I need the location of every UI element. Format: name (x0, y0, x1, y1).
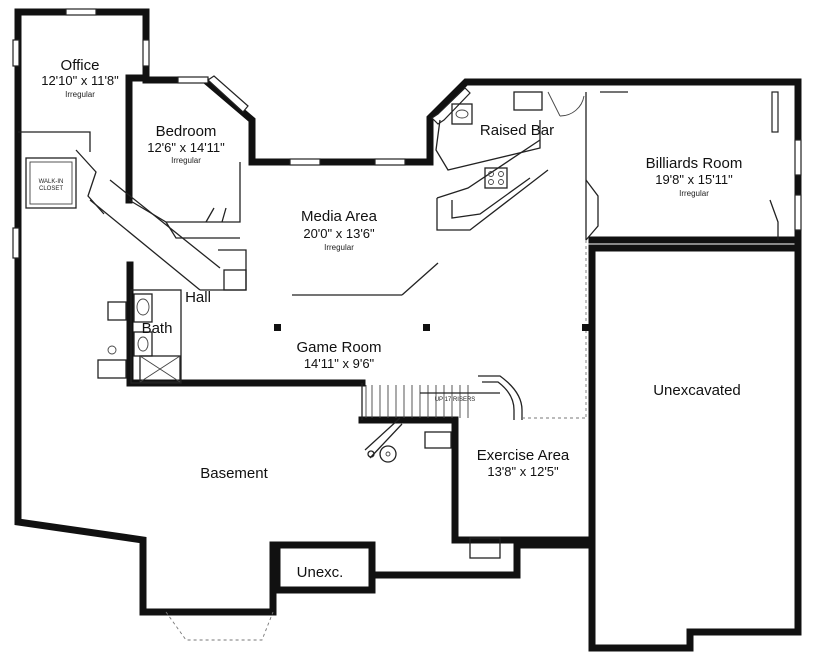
office-dims: 12'10" x 11'8" (41, 73, 119, 88)
stairs-label: UP 17 RISERS (435, 397, 476, 403)
interior-partitions (18, 91, 779, 641)
unexc-small-name: Unexc. (297, 564, 344, 581)
bath-name: Bath (142, 320, 173, 337)
closet-label-1: WALK-IN (39, 179, 64, 185)
column (274, 324, 281, 331)
game-room-name: Game Room (296, 339, 381, 356)
exercise-name: Exercise Area (477, 447, 570, 464)
column (423, 324, 430, 331)
billiards-note: Irregular (679, 189, 709, 198)
room-labels: Office 12'10" x 11'8" Irregular Bedroom … (39, 57, 743, 581)
raised-bar-name: Raised Bar (480, 122, 554, 139)
office-name: Office (61, 57, 100, 74)
unexcavated-name: Unexcavated (653, 382, 741, 399)
game-room-dims: 14'11" x 9'6" (304, 356, 375, 371)
stair-treads (371, 385, 469, 418)
column (582, 324, 589, 331)
media-note: Irregular (324, 243, 354, 252)
bedroom-note: Irregular (171, 156, 201, 165)
windows (12, 8, 802, 259)
media-name: Media Area (301, 208, 378, 225)
billiards-name: Billiards Room (646, 155, 743, 172)
basement-name: Basement (200, 465, 268, 482)
office-note: Irregular (65, 90, 95, 99)
billiards-dims: 19'8" x 15'11" (655, 172, 733, 187)
bedroom-name: Bedroom (156, 123, 217, 140)
exercise-dims: 13'8" x 12'5" (487, 464, 559, 479)
media-dims: 20'0" x 13'6" (303, 226, 375, 241)
hall-name: Hall (185, 289, 211, 306)
columns (274, 324, 589, 331)
bedroom-dims: 12'6" x 14'11" (147, 140, 225, 155)
exterior-walls (14, 8, 802, 652)
closet-label-2: CLOSET (39, 186, 63, 192)
